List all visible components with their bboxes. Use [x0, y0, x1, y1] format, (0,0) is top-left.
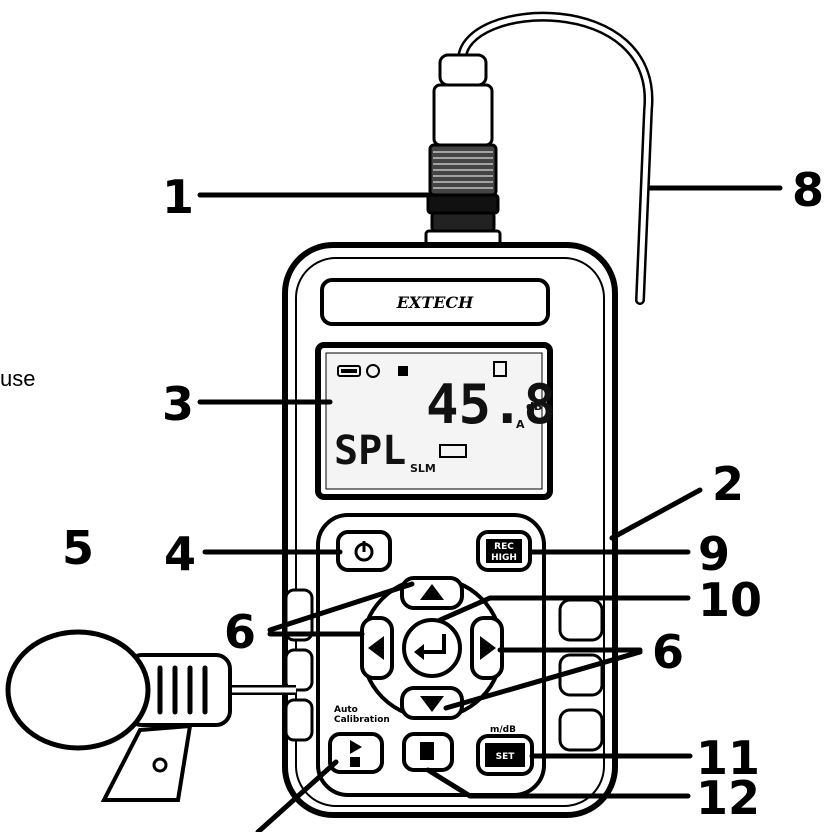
play-pause-button[interactable]: [328, 732, 384, 774]
leader-lines: [197, 185, 783, 832]
lcd-unit: dB: [526, 400, 542, 413]
callout-10: 10: [698, 573, 762, 627]
down-arrow-icon: [420, 696, 444, 712]
lcd-weighting: A: [516, 418, 525, 431]
leader-play: [255, 759, 339, 832]
leader-6b-down: [443, 649, 643, 711]
auto-caption: Auto: [334, 705, 358, 715]
stop-button[interactable]: [402, 732, 454, 772]
lcd-reading: 45.8: [426, 373, 556, 436]
callout-1: 1: [162, 170, 194, 224]
calibration-caption: Calibration: [334, 715, 390, 725]
microphone-cable-inner: [459, 14, 651, 303]
right-arrow-button[interactable]: [470, 616, 504, 680]
left-arrow-button[interactable]: [360, 616, 394, 680]
callout-12: 12: [696, 771, 760, 825]
brand-logo: EXTECH: [396, 293, 474, 312]
battery-icon: [337, 365, 361, 377]
high-button-label: HIGH: [491, 553, 517, 563]
callout-4: 4: [164, 527, 196, 581]
leader-12: [425, 767, 473, 799]
leader-2: [609, 487, 703, 541]
mic-clip: [100, 723, 193, 802]
rec-button-label: REC: [494, 542, 514, 552]
callout-5: 5: [62, 521, 94, 575]
battery-fill: [341, 369, 357, 373]
microphone-connector: [424, 53, 502, 247]
leader-6a-up: [267, 581, 415, 633]
lcd-range-bracket: [439, 444, 467, 458]
enter-button[interactable]: [402, 618, 462, 678]
brand-plate: [320, 278, 550, 326]
lcd-range: SLM: [410, 462, 436, 475]
set-button[interactable]: SET: [476, 734, 534, 776]
cropped-side-text: use: [0, 366, 36, 391]
auto-off-icon: [366, 364, 380, 378]
enter-icon: [420, 634, 446, 654]
leader-10: [437, 595, 493, 623]
up-arrow-icon: [420, 584, 444, 600]
play-icon: [350, 740, 362, 754]
rec-high-button[interactable]: REC HIGH: [476, 530, 532, 572]
lcd-display: [315, 342, 553, 500]
set-caption: m/dB: [490, 725, 516, 735]
callout-2: 2: [712, 457, 744, 511]
up-arrow-button[interactable]: [400, 576, 464, 610]
callout-6-left: 6: [224, 605, 256, 659]
callout-8: 8: [792, 163, 824, 217]
left-arrow-icon: [368, 636, 384, 660]
pause-icon: [350, 757, 360, 767]
set-button-label: SET: [496, 752, 516, 762]
right-arrow-icon: [480, 636, 496, 660]
external-microphone: [5, 629, 296, 802]
callout-6-right: 6: [652, 625, 684, 679]
windscreen-foam: [5, 629, 151, 751]
record-indicator-icon: [398, 366, 408, 376]
stop-icon: [420, 742, 434, 760]
power-button[interactable]: [336, 530, 392, 572]
callout-9: 9: [698, 527, 730, 581]
callout-11: 11: [696, 731, 760, 785]
callout-3: 3: [162, 377, 194, 431]
lcd-mode: SPL: [334, 428, 406, 474]
memory-icon: [493, 361, 507, 377]
down-arrow-button[interactable]: [400, 686, 464, 720]
